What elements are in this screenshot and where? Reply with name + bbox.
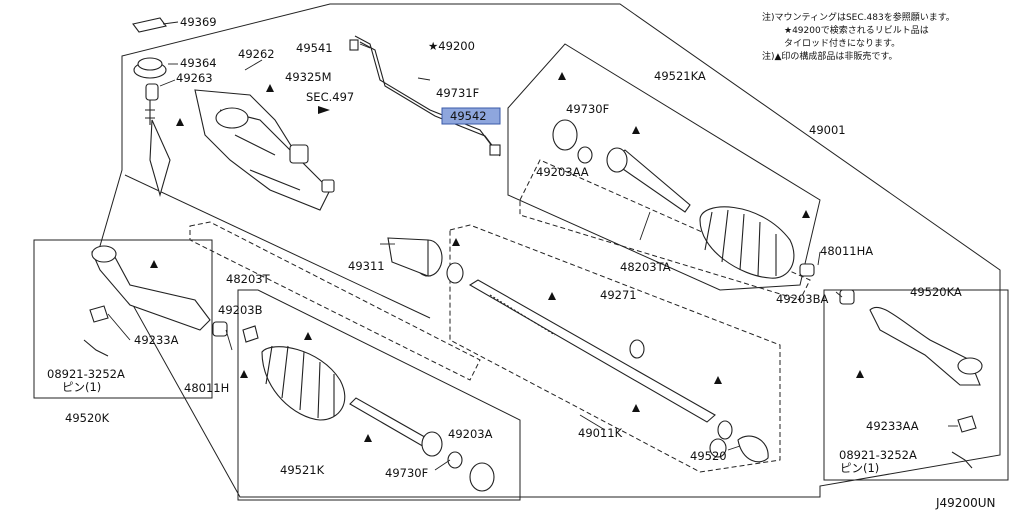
boot-right bbox=[699, 206, 795, 279]
label-48011h: 48011H bbox=[184, 381, 229, 395]
rack-seal bbox=[629, 339, 645, 359]
label-49203aa: 49203AA bbox=[536, 165, 589, 179]
rack-end-seal bbox=[717, 420, 733, 440]
label-sec497: SEC.497 bbox=[306, 90, 354, 104]
rack-bar bbox=[468, 279, 716, 423]
clamp-right bbox=[799, 263, 815, 277]
nut-49233aa bbox=[957, 415, 977, 433]
hydraulic-lines bbox=[349, 35, 501, 157]
tie-rod-end-left bbox=[91, 245, 211, 331]
label-49203b: 49203B bbox=[218, 303, 263, 317]
outline-inner-left bbox=[124, 174, 431, 319]
label-49369: 49369 bbox=[180, 15, 217, 29]
label-49263: 49263 bbox=[176, 71, 213, 85]
boot-right-dashed-box bbox=[519, 159, 811, 301]
note-line-4: 注)▲印の構成部品は非販売です。 bbox=[762, 50, 898, 62]
note-line-3: タイロッド付きになります。 bbox=[784, 38, 900, 49]
label-pin-right: ピン(1) bbox=[840, 461, 879, 475]
label-49311: 49311 bbox=[348, 259, 385, 273]
tie-rod-right-box bbox=[507, 43, 821, 291]
o-ring-right bbox=[552, 119, 578, 151]
label-49541: 49541 bbox=[296, 41, 333, 55]
nut-49233a bbox=[89, 305, 109, 323]
label-49364: 49364 bbox=[180, 56, 217, 70]
label-49325m: 49325M bbox=[285, 70, 332, 84]
gear-housing bbox=[194, 89, 335, 211]
label-49520ka: 49520KA bbox=[910, 285, 962, 299]
sec-arrow bbox=[318, 106, 330, 114]
label-49521k: 49521K bbox=[280, 463, 325, 477]
label-49262: 49262 bbox=[238, 47, 275, 61]
label-49730f-top: 49730F bbox=[566, 102, 609, 116]
label-49233a: 49233A bbox=[134, 333, 179, 347]
label-08921-left: 08921-3252A bbox=[47, 367, 125, 381]
note-line-1: 注)マウンティングはSEC.483を参照願います。 bbox=[762, 11, 955, 23]
small-seal-49520 bbox=[709, 438, 727, 458]
label-48203ta: 48203TA bbox=[620, 260, 671, 274]
label-49731f: 49731F bbox=[436, 86, 479, 100]
label-49520k: 49520K bbox=[65, 411, 110, 425]
boot-left bbox=[261, 345, 346, 421]
tie-rod-left bbox=[349, 397, 443, 457]
label-49730f-bottom: 49730F bbox=[385, 466, 428, 480]
tie-rod-right bbox=[606, 147, 691, 213]
label-49271: 49271 bbox=[600, 288, 637, 302]
bushing bbox=[387, 237, 443, 277]
label-08921-right: 08921-3252A bbox=[839, 448, 917, 462]
nut-48011ha bbox=[839, 289, 855, 305]
tie-rod-end-right bbox=[869, 306, 983, 386]
washer-left bbox=[447, 451, 463, 469]
label-49203ba: 49203BA bbox=[776, 292, 828, 306]
right-tie-rod-end-box bbox=[823, 289, 1009, 481]
o-ring-left bbox=[469, 462, 495, 492]
non-sale-markers bbox=[150, 72, 864, 442]
boot-left-dashed-box bbox=[189, 221, 481, 381]
label-49521ka: 49521KA bbox=[654, 69, 706, 83]
label-49011k: 49011K bbox=[578, 426, 623, 440]
label-49200: ★49200 bbox=[428, 39, 475, 53]
leader-lines bbox=[107, 21, 958, 471]
note-line-2: ★49200で検索されるリビルト品は bbox=[784, 24, 929, 36]
left-tie-rod-end-box bbox=[33, 239, 213, 399]
small-boot-49520 bbox=[737, 435, 769, 463]
label-49203a: 49203A bbox=[448, 427, 493, 441]
washer-right bbox=[577, 146, 593, 164]
label-49542[interactable]: 49542 bbox=[450, 109, 487, 123]
tie-rod-left-box bbox=[237, 289, 521, 501]
seal-ring bbox=[446, 262, 464, 284]
highlight-49542 bbox=[441, 107, 501, 125]
nut-48011h bbox=[212, 321, 228, 337]
clamp-left bbox=[242, 325, 259, 343]
cotter-pin-right bbox=[951, 451, 973, 469]
label-48011ha: 48011HA bbox=[820, 244, 873, 258]
label-49520: 49520 bbox=[690, 449, 727, 463]
label-49233aa: 49233AA bbox=[866, 419, 919, 433]
main-assembly-outline bbox=[99, 3, 1001, 498]
rack-box bbox=[449, 224, 781, 473]
label-pin-left: ピン(1) bbox=[62, 380, 101, 394]
cotter-pin-left bbox=[83, 339, 109, 357]
label-48203t: 48203T bbox=[226, 272, 271, 286]
diagram-code: J49200UN bbox=[935, 496, 995, 510]
mount-stack bbox=[132, 17, 171, 198]
label-49001: 49001 bbox=[809, 123, 846, 137]
